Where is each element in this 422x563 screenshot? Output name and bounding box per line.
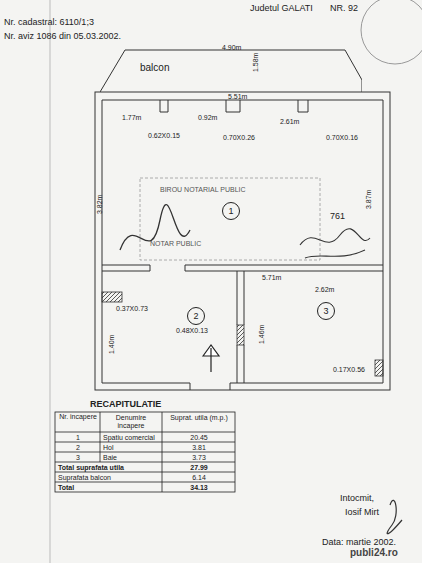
table-cell: 34.13 — [164, 484, 234, 492]
callout-number: 1 — [228, 206, 233, 216]
dimension-label: 4.90m — [222, 44, 241, 52]
document-header: Judetul GALATI — [250, 4, 313, 14]
dimension-label: 0.70X0.26 — [223, 134, 255, 142]
dimension-label: 5.51m — [228, 93, 247, 101]
room-number-circle: 3 — [317, 302, 335, 320]
table-cell: Nr. incapere — [57, 413, 99, 421]
area-name: balcon — [140, 62, 169, 73]
table-cell: 3.81 — [164, 444, 234, 452]
balcony-area: balcon — [100, 48, 362, 92]
room-number-circle: 2 — [187, 307, 205, 325]
table-cell: 3 — [57, 454, 99, 462]
table-cell: Denumire incapere — [102, 414, 160, 429]
dimension-label: 0.37X0.73 — [116, 305, 148, 313]
dimension-label: 3.87m — [365, 189, 373, 208]
document-header: NR. 92 — [330, 4, 358, 14]
table-cell: 3.73 — [164, 454, 234, 462]
note: Intocmit, — [340, 494, 374, 504]
table-cell: 1 — [57, 434, 99, 442]
stamp-text: BIROU NOTARIAL PUBLIC — [160, 186, 246, 194]
watermark: publi24.ro — [350, 547, 398, 558]
table-cell: 6.14 — [164, 474, 234, 482]
note: Iosif Mirt — [345, 508, 379, 518]
table-cell: Baie — [103, 454, 117, 462]
dimension-label: 0.70X0.16 — [326, 134, 358, 142]
dimension-label: 1.58m — [252, 52, 260, 71]
stamp-text: 761 — [330, 212, 345, 222]
table-cell: 20.45 — [164, 434, 234, 442]
balcony-outline — [100, 48, 362, 92]
dimension-label: 0.62X0.15 — [148, 132, 180, 140]
table-cell: Total — [58, 484, 74, 492]
dimension-label: 2.61m — [280, 118, 299, 126]
dimension-label: 1.77m — [122, 114, 141, 122]
table-cell: Suprafata balcon — [58, 474, 111, 482]
table-cell: Hol — [103, 444, 114, 452]
table-cell: Total suprafata utila — [58, 464, 124, 472]
document-header: Nr. cadastral: 6110/1;3 — [4, 18, 94, 28]
dimension-label: 2.62m — [315, 286, 334, 294]
table-cell: Suprat. utila (m.p.) — [164, 414, 234, 422]
callout-number: 2 — [193, 311, 198, 321]
dimension-label: 1.40m — [108, 334, 116, 353]
callout-number: 3 — [323, 306, 328, 316]
document-header: Nr. aviz 1086 din 05.03.2002. — [4, 32, 121, 42]
room-number-circle: 1 — [222, 202, 240, 220]
table-cell: 2 — [57, 444, 99, 452]
dimension-label: 1.46m — [258, 324, 266, 343]
table-cell: Spatiu comercial — [103, 434, 155, 442]
dimension-label: 3.82m — [96, 194, 104, 213]
dimension-label: 0.92m — [198, 114, 217, 122]
dimension-label: 0.17X0.56 — [333, 366, 365, 374]
dimension-label: 0.48X0.13 — [176, 327, 208, 335]
stamp-text: NOTAR PUBLIC — [150, 240, 201, 248]
date-note: Data: martie 2002. — [322, 538, 396, 548]
table-title: RECAPITULATIE — [90, 400, 161, 410]
dimension-label: 5.71m — [262, 274, 281, 282]
table-cell: 27.99 — [164, 464, 234, 472]
